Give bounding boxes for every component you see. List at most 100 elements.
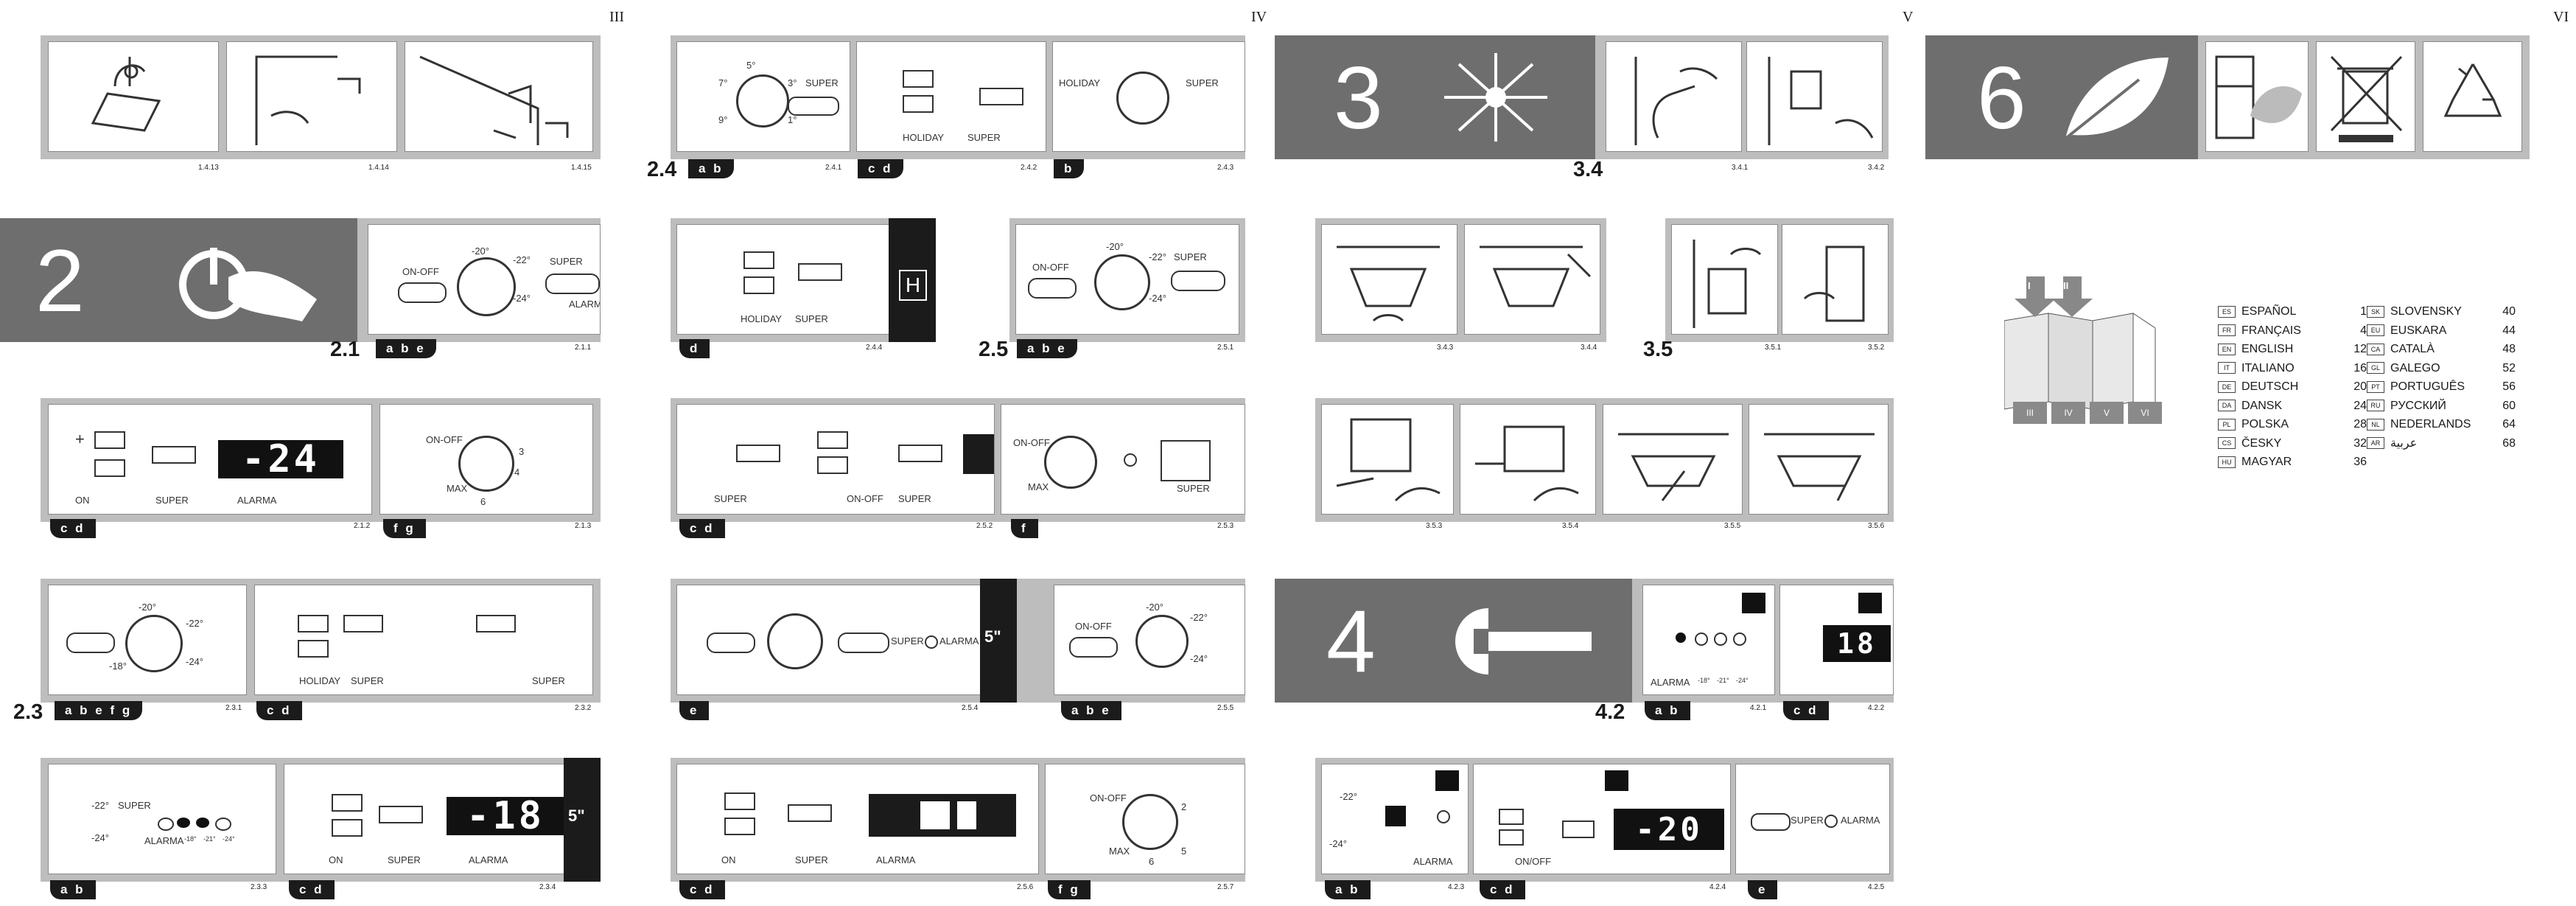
holiday-label: HOLIDAY (299, 675, 341, 686)
minus-button[interactable] (94, 459, 125, 477)
dial-number: 2 (1181, 801, 1187, 812)
holiday-button[interactable] (736, 445, 780, 462)
thermostat-dial[interactable] (1116, 72, 1169, 125)
onoff-button[interactable] (707, 633, 755, 653)
minus-button[interactable] (1499, 829, 1524, 846)
language-code: AR (2367, 437, 2384, 450)
display-segment-blank (920, 801, 950, 829)
control-panel-2-1-1: ON-OFF -20° -22° -24° SUPER ALARMA (368, 224, 601, 335)
recycle-icon (2423, 41, 2522, 152)
temperature-dial[interactable] (1135, 615, 1189, 668)
foldout-label: I (2028, 280, 2031, 291)
super-button[interactable] (1751, 813, 1791, 831)
panel-2-5-4: SUPER ALARMA 5" ON-OFF -20° -22° -24° (671, 579, 1245, 703)
super-button[interactable] (788, 97, 839, 116)
plus-button[interactable] (903, 70, 934, 88)
minus-button[interactable] (298, 640, 329, 658)
control-panel-2-5-3: ON-OFF MAX SUPER (1001, 404, 1245, 515)
language-code: ES (2218, 305, 2236, 318)
thermostat-dial[interactable] (736, 74, 789, 128)
super-button[interactable] (379, 806, 423, 823)
onoff-button[interactable] (1028, 278, 1077, 299)
super-button[interactable] (788, 804, 832, 822)
holiday-button[interactable] (979, 88, 1023, 105)
language-name: NEDERLANDS (2390, 418, 2471, 431)
minus-button[interactable] (817, 456, 848, 474)
thermostat-dial[interactable] (767, 613, 823, 669)
caption: 3.5.5 (1724, 522, 1741, 530)
tag: a b e f g (55, 701, 143, 720)
alarm-button[interactable] (1385, 806, 1406, 826)
tag: d (679, 339, 710, 358)
onoff-label: ON-OFF (1075, 621, 1112, 632)
temperature-display: -18 (447, 794, 564, 838)
temp-mark: -21° (203, 835, 216, 843)
foldout-page-tabs: III IV V VI (2013, 402, 2162, 424)
led-indicator (158, 818, 174, 831)
holiday-button[interactable] (798, 263, 842, 281)
dial-mark: -22° (1340, 791, 1357, 802)
control-panel-2-5-2: SUPER ON-OFF SUPER (676, 404, 995, 515)
onoff-button[interactable] (398, 282, 447, 303)
caption: 2.4.3 (1217, 164, 1234, 172)
minus-button[interactable] (724, 818, 755, 835)
alarma-label: ALARMA (237, 495, 277, 506)
thermostat-dial[interactable] (1044, 436, 1097, 489)
caption: 2.5.4 (962, 704, 979, 712)
language-name: DEUTSCH (2241, 380, 2299, 393)
plus-button[interactable] (817, 431, 848, 449)
super-label: SUPER (1174, 251, 1207, 262)
plus-button[interactable] (298, 615, 329, 633)
super-button[interactable] (152, 446, 196, 464)
onoff-button[interactable] (66, 633, 115, 653)
super-switch[interactable] (1161, 440, 1211, 481)
plus-button[interactable] (332, 794, 363, 812)
plus-button[interactable] (743, 251, 774, 269)
alarma-label: ALARMA (1841, 815, 1880, 826)
onoff-label: ON-OFF (847, 493, 883, 504)
plus-button[interactable] (724, 792, 755, 810)
language-page: 52 (2502, 361, 2516, 374)
super-button[interactable] (1171, 271, 1225, 291)
plus-button[interactable] (1499, 809, 1524, 825)
tag: e (679, 701, 710, 720)
section-label: 2.1 (330, 338, 360, 361)
super-button[interactable] (545, 273, 600, 294)
max-label: MAX (1028, 481, 1049, 492)
super-button[interactable] (838, 633, 889, 653)
super-button[interactable] (898, 445, 942, 462)
temperature-dial[interactable] (457, 257, 516, 316)
super-label: SUPER (550, 256, 583, 267)
holiday-button[interactable] (343, 615, 383, 633)
plus-button[interactable] (94, 431, 125, 449)
on-label: ON (329, 854, 343, 865)
minus-button[interactable] (332, 819, 363, 837)
caption: 3.5.4 (1562, 522, 1579, 530)
thermostat-dial[interactable] (458, 436, 514, 492)
minus-button[interactable] (743, 276, 774, 294)
temperature-dial[interactable] (1094, 254, 1150, 310)
thermostat-dial[interactable] (1122, 794, 1178, 850)
onoff-button[interactable] (1069, 637, 1118, 658)
temperature-dial[interactable] (125, 615, 183, 672)
minus-button[interactable] (903, 95, 934, 113)
holiday-button-2[interactable] (476, 615, 516, 633)
super-button[interactable] (1562, 820, 1595, 838)
